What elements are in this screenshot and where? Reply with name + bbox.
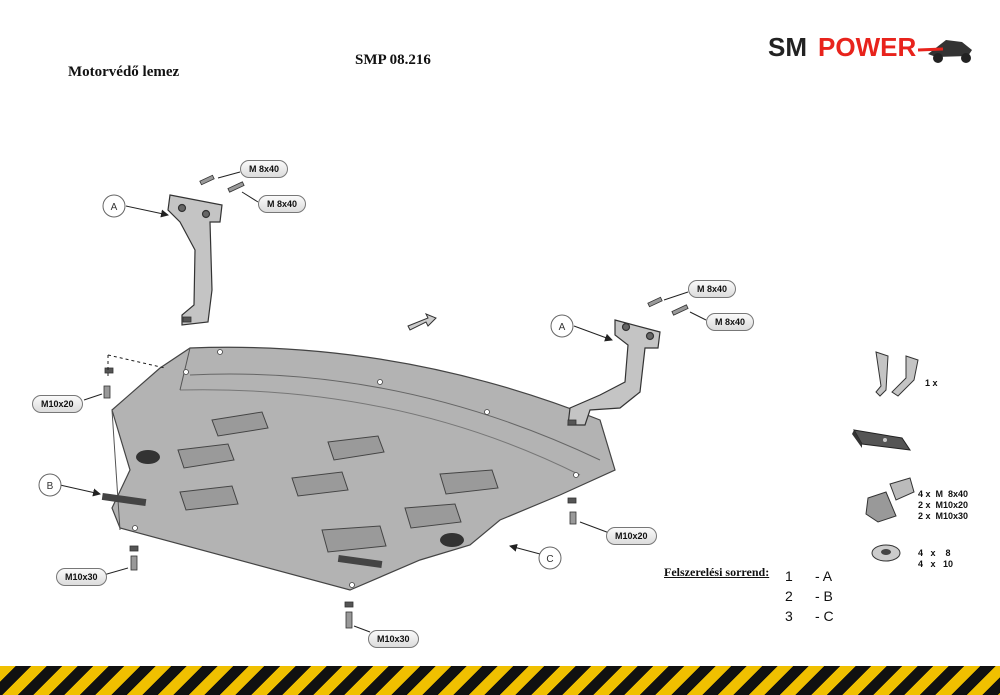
callout-a-left: A	[111, 202, 118, 213]
bolt-label-left-m10x20: M10x20	[32, 395, 83, 413]
page-title: Motorvédő lemez	[68, 64, 180, 80]
product-code: SMP 08.216	[355, 52, 431, 68]
parts-bolt-icon	[865, 477, 915, 523]
direction-arrow-icon	[407, 313, 437, 331]
bolt-label-right2: M 8x40	[706, 313, 755, 331]
bolt-label-bottom-m10x30: M10x30	[368, 630, 419, 648]
order-row: 3 - C	[785, 608, 834, 624]
parts-brackets-icon	[875, 351, 919, 397]
order-step: - A	[815, 568, 833, 584]
bolt-spec-line1: 4 x M 8x40	[918, 489, 969, 499]
order-number: 2	[785, 588, 793, 604]
order-row: 2 - B	[785, 588, 833, 604]
washer-spec-line1: 4 x 8	[918, 548, 951, 558]
bolt-spec-line2: 2 x M10x20	[918, 500, 969, 510]
callout-a-right: A	[559, 322, 566, 333]
bracket-right	[567, 319, 661, 426]
order-number: 1	[785, 568, 793, 584]
order-number: 3	[785, 608, 793, 624]
installation-order-title: Felszerelési sorrend:	[664, 565, 770, 579]
bolt-label-top1: M 8x40	[240, 160, 289, 178]
callout-c: C	[546, 554, 553, 565]
bolt-label-left-m10x30: M10x30	[56, 568, 107, 586]
parts-washer-icon	[871, 544, 901, 562]
hazard-stripe	[0, 666, 1000, 695]
parts-strip-icon	[852, 429, 912, 451]
washer-spec-line2: 4 x 10	[918, 559, 954, 569]
bracket-quantity: 1 x	[925, 378, 938, 388]
motorbike-icon	[917, 40, 972, 63]
order-step: - B	[815, 588, 833, 604]
logo-text-right: POWER	[818, 32, 916, 62]
bracket-left	[167, 194, 223, 326]
bolt-label-right-m10x20: M10x20	[606, 527, 657, 545]
smpower-logo: SM POWER	[768, 32, 972, 63]
bolt-label-right1: M 8x40	[688, 280, 737, 298]
skid-plate	[101, 346, 616, 591]
order-row: 1 - A	[785, 568, 832, 584]
bolt-label-top2: M 8x40	[258, 195, 307, 213]
callout-b: B	[47, 481, 54, 492]
logo-text-left: SM	[768, 32, 807, 62]
bolt-spec-line3: 2 x M10x30	[918, 511, 969, 521]
order-step: - C	[815, 608, 834, 624]
